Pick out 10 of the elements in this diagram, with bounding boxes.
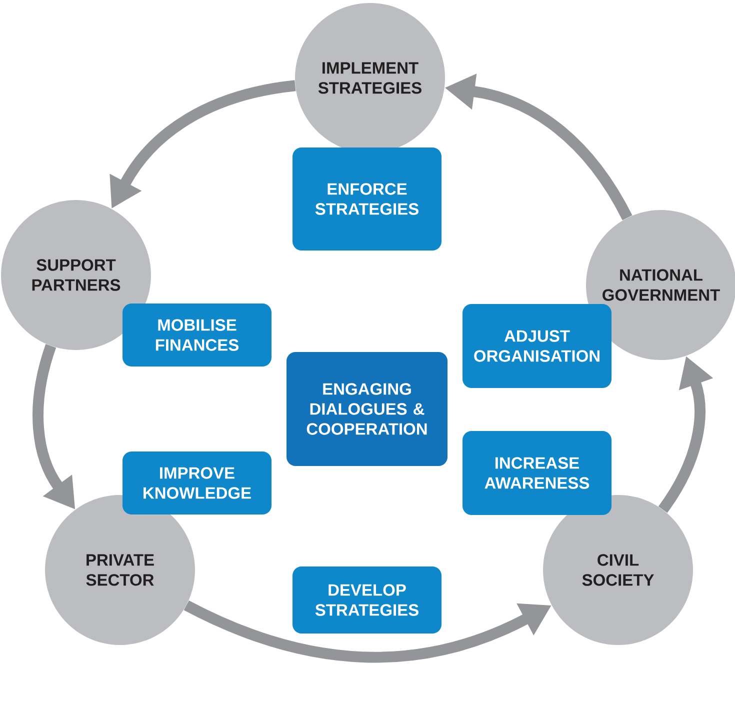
circle-node: CIVIL SOCIETY — [543, 495, 693, 645]
process-box: ENFORCE STRATEGIES — [292, 148, 442, 250]
process-box: INCREASE AWARENESS — [462, 431, 612, 515]
process-box: IMPROVE KNOWLEDGE — [122, 452, 272, 514]
process-box: DEVELOP STRATEGIES — [292, 566, 442, 634]
circle-node: SUPPORT PARTNERS — [1, 200, 151, 350]
process-box: MOBILISE FINANCES — [122, 304, 272, 366]
central-box: ENGAGING DIALOGUES & COOPERATION — [286, 352, 448, 466]
process-box: ADJUST ORGANISATION — [462, 304, 612, 388]
circle-node: IMPLEMENT STRATEGIES — [295, 3, 445, 153]
